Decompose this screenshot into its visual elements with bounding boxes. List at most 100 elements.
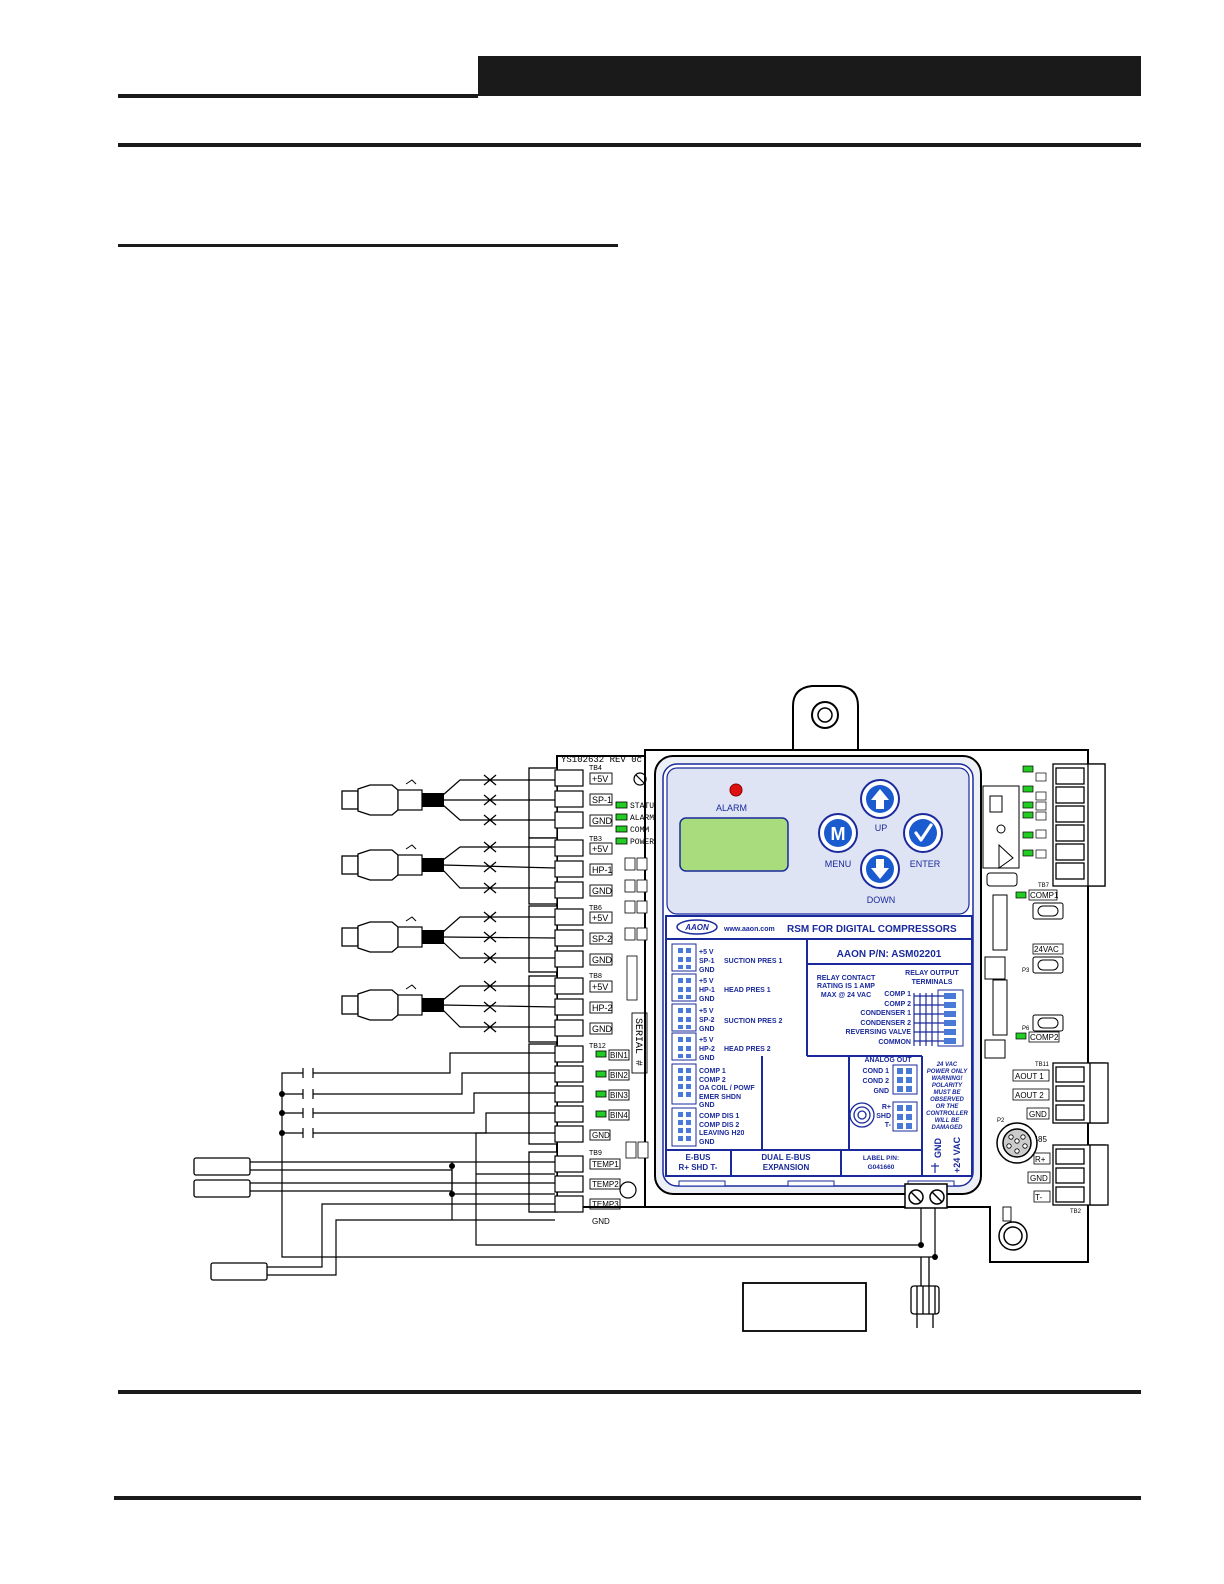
power-warning-line: POLARITY (932, 1083, 963, 1089)
p3-tag: P3 (1022, 968, 1030, 974)
module-title: RSM FOR DIGITAL COMPRESSORS (787, 924, 957, 935)
pin-label: GND (592, 1024, 613, 1034)
sensor-group-name: SUCTION PRES 1 (724, 958, 782, 965)
sensor-line: +5 V (699, 978, 714, 985)
down-label: DOWN (867, 895, 896, 905)
binary-input-label: OA COIL / POWF (699, 1085, 755, 1092)
pin-label: +5V (592, 774, 608, 784)
sensor-group-name: HEAD PRES 1 (724, 987, 771, 994)
power-warning-line: MUST BE (934, 1090, 962, 1096)
pin-label: SP-1 (592, 795, 612, 805)
relay-terminal-block (913, 989, 964, 1047)
analog-out-connector (892, 1064, 918, 1095)
analog-out-label: COND 1 (863, 1068, 890, 1075)
p2-tag: P2 (997, 1118, 1005, 1124)
comm-gnd-label: GND (1030, 1174, 1048, 1183)
pin-label: HP-1 (592, 865, 613, 875)
binary-input-label: COMP 1 (699, 1068, 726, 1075)
junction-dots (279, 1091, 938, 1260)
power-warning-line: OR THE (936, 1104, 960, 1110)
down-button[interactable] (860, 849, 900, 889)
enter-button[interactable] (903, 813, 943, 853)
sensor-connectors (671, 943, 697, 1147)
relay-terminal-label: COMP 1 (884, 991, 911, 998)
gnd-box (1026, 1107, 1050, 1120)
comp1-label: COMP1 (1030, 891, 1059, 900)
pin-label: BIN1 (610, 1051, 628, 1060)
pin-label-box (589, 772, 630, 1210)
sensor-line: HP-1 (699, 987, 715, 994)
din-connector (996, 1122, 1038, 1164)
tb6-tag: TB6 (589, 905, 602, 912)
temp-input-label: GND (699, 1139, 715, 1146)
power-warning-line: 24 VAC (936, 1062, 958, 1068)
pin-label: +5V (592, 913, 608, 923)
pin-label: TEMP2 (592, 1180, 619, 1189)
p6-tag: P6 (1022, 1026, 1030, 1032)
pressure-transducer (341, 844, 444, 881)
temp-input-label: COMP DIS 2 (699, 1122, 739, 1129)
pin-label: GND (592, 816, 613, 826)
t-minus-label: T- (1035, 1193, 1042, 1202)
module-label-panel (665, 915, 973, 1177)
relay-rating: MAX @ 24 VAC (821, 992, 871, 999)
aout2-label: AOUT 2 (1015, 1091, 1044, 1100)
pressure-transducer (341, 984, 444, 1021)
caption-rule (118, 1390, 1141, 1394)
check-icon (914, 823, 933, 842)
temp-input-label: COMP DIS 1 (699, 1113, 739, 1120)
pin-label: +5V (592, 982, 608, 992)
sensor-line: +5 V (699, 949, 714, 956)
up-button[interactable] (860, 779, 900, 819)
aout1-box (1012, 1069, 1050, 1082)
power-warning-line: DAMAGED (932, 1125, 964, 1131)
gnd-label: GND (1029, 1110, 1047, 1119)
sensor-line: +5 V (699, 1037, 714, 1044)
analog-out-label: GND (873, 1088, 889, 1095)
up-label: UP (875, 823, 888, 833)
label-pn: LABEL P/N: (863, 1155, 899, 1162)
tb4-tag: TB4 (589, 765, 602, 772)
aout-terminal-block (1052, 1062, 1109, 1124)
relay-output-title: RELAY OUTPUT (905, 970, 959, 977)
tb12-tag: TB12 (589, 1043, 606, 1050)
pin-label: BIN2 (610, 1071, 628, 1080)
comm-label: T- (885, 1122, 892, 1129)
ebus-pins: R+ SHD T- (679, 1163, 718, 1172)
comm-terminal-block (1052, 1144, 1109, 1206)
comp2-label-box (1028, 1031, 1060, 1043)
pressure-transducer (341, 916, 444, 953)
relay-terminal-label: CONDENSER 2 (860, 1020, 911, 1027)
sensor-line: +5 V (699, 1008, 714, 1015)
right-terminal-strip (1052, 763, 1106, 887)
ebus-label: E-BUS (686, 1153, 712, 1162)
comm-jack (849, 1102, 875, 1128)
resistor-arrays (624, 857, 649, 1159)
power-plug (910, 1257, 940, 1328)
board-rev-label: YS102632 REV 0c (561, 755, 642, 765)
pin-label: HP-2 (592, 1003, 613, 1013)
alarm-indicator (729, 783, 743, 797)
relay-terminal-label: COMP 2 (884, 1001, 911, 1008)
left-terminal-screws (554, 769, 584, 1213)
callout-box (742, 1282, 867, 1332)
relay-output-title: TERMINALS (912, 979, 953, 986)
binary-input-label: GND (699, 1102, 715, 1109)
section-rule (118, 143, 1141, 147)
alarm-led-label: ALARM (630, 814, 654, 823)
pin-label: GND (592, 955, 613, 965)
menu-glyph: M (831, 824, 846, 844)
relay-terminal-label: REVERSING VALVE (846, 1029, 912, 1036)
sensor-group-name: HEAD PRES 2 (724, 1046, 771, 1053)
label-pn: G041660 (868, 1164, 895, 1171)
analog-out-title: ANALOG OUT (864, 1057, 912, 1064)
down-arrow-icon (871, 859, 889, 879)
aout1-label: AOUT 1 (1015, 1072, 1044, 1081)
footer-rule (114, 1496, 1141, 1500)
transducer-wiring (442, 779, 556, 1028)
binary-input-label: EMER SHDN (699, 1094, 741, 1101)
menu-button[interactable]: M (818, 813, 858, 853)
sensor-line: GND (699, 1055, 715, 1062)
sensor-line: GND (699, 967, 715, 974)
